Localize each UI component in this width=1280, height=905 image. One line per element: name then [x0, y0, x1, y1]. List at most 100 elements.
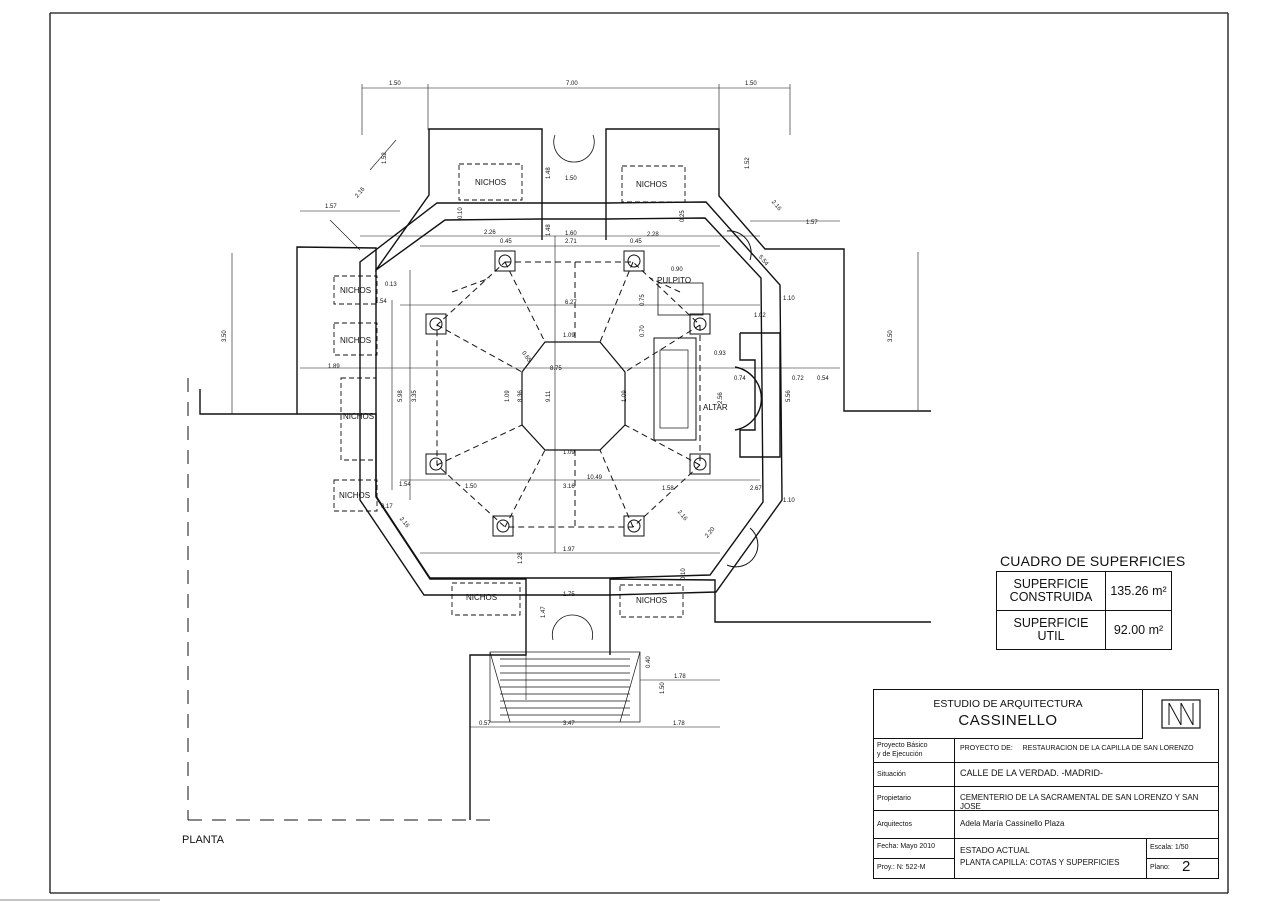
room-label-pulpito: PULPITO — [657, 276, 691, 285]
column — [494, 250, 516, 272]
project-number: Proy.: N: 522-M — [877, 864, 926, 871]
room-label-nichos: NICHOS — [343, 412, 374, 421]
central-octagon — [521, 341, 626, 451]
dimension-label: 5.98 — [398, 390, 404, 402]
room-label-nichos: NICHOS — [340, 286, 371, 295]
firm-logo-icon — [1161, 699, 1201, 729]
architects-key: Arquitectos — [877, 821, 913, 828]
dimension-label: 2.16 — [354, 186, 367, 199]
dimension-label: 1.78 — [674, 674, 686, 680]
owner-value: CEMENTERIO DE LA SACRAMENTAL DE SAN LORE… — [960, 793, 1199, 811]
drawing-state: ESTADO ACTUAL — [960, 845, 1030, 855]
dimension-label: 1.78 — [673, 721, 685, 727]
room-label-nichos: NICHOS — [475, 178, 506, 187]
sheet-border — [0, 12, 1229, 901]
project-value: PROYECTO DE: RESTAURACION DE LA CAPILLA … — [960, 745, 1194, 752]
title-block-header: ESTUDIO DE ARQUITECTURA CASSINELLO — [874, 690, 1143, 739]
dimension-label: 3.50 — [888, 330, 894, 342]
dimension-label: 1.60 — [565, 231, 577, 237]
entrance-steps — [489, 651, 641, 723]
areas-row-label: SUPERFICIE CONSTRUIDA — [997, 572, 1106, 610]
areas-row-label-line1: SUPERFICIE — [1013, 577, 1089, 591]
dimension-label: 2.16 — [398, 516, 411, 529]
title-row-project: Proyecto Básico y de Ejecución PROYECTO … — [874, 738, 1218, 763]
owner-key: Propietario — [877, 795, 911, 802]
title-row-owner: Propietario CEMENTERIO DE LA SACRAMENTAL… — [874, 786, 1218, 811]
date-text: Fecha: Mayo 2010 — [877, 843, 935, 850]
column — [425, 313, 447, 335]
dimension-label: 1.52 — [382, 152, 388, 164]
project-prefix: PROYECTO DE: — [960, 745, 1013, 752]
dimension-label: 0.10 — [458, 207, 464, 219]
title-block: ESTUDIO DE ARQUITECTURA CASSINELLO Proye… — [873, 689, 1219, 879]
dimension-label: 0.70 — [640, 325, 646, 337]
dimension-label: 2.16 — [770, 199, 783, 212]
dimension-label: 2.20 — [704, 526, 717, 539]
dimension-label: 0.25 — [680, 210, 686, 222]
dimension-label: 0.10 — [681, 568, 687, 580]
areas-row-value: 135.26 m² — [1110, 584, 1167, 598]
sheet-number-key: Plano: — [1150, 864, 1170, 871]
areas-row-label-line2: CONSTRUIDA — [1009, 590, 1093, 604]
room-label-nichos: NICHOS — [340, 336, 371, 345]
vault-lines — [436, 261, 701, 528]
dimension-label: 1.89 — [328, 364, 340, 370]
dimension-label: 8.36 — [518, 390, 524, 402]
dimension-label: 0.75 — [640, 294, 646, 306]
dimension-label: 1.09 — [622, 390, 628, 402]
dimension-label: 1.10 — [783, 498, 795, 504]
dimension-label: 1.09 — [505, 390, 511, 402]
dimension-lines — [231, 84, 919, 728]
dimension-label: 3.16 — [563, 484, 575, 490]
location-key: Situación — [877, 771, 906, 778]
column — [689, 453, 711, 475]
altar-apse — [653, 230, 781, 568]
areas-row-label-line1: SUPERFICIE — [1013, 616, 1089, 630]
entrance-doors — [552, 134, 595, 641]
dimension-label: 8.75 — [550, 366, 562, 372]
dimension-label: 3.50 — [222, 330, 228, 342]
dimension-label: 1.50 — [389, 81, 401, 87]
title-block-divider — [954, 738, 955, 878]
dimension-label: 0.45 — [630, 239, 642, 245]
areas-row-value: 92.00 m² — [1113, 623, 1164, 637]
dimension-label: 0.45 — [500, 239, 512, 245]
site-boundary — [187, 378, 500, 821]
title-row-location: Situación CALLE DE LA VERDAD. -MADRID- — [874, 762, 1218, 787]
dimension-label: 1.28 — [518, 552, 524, 564]
dimension-label: 1.50 — [745, 81, 757, 87]
areas-row-useful: SUPERFICIE UTIL 92.00 m² — [997, 610, 1171, 649]
column — [425, 453, 447, 475]
firm-name: CASSINELLO — [958, 712, 1058, 729]
dimension-label: 5.56 — [786, 390, 792, 402]
project-key-line2: y de Ejecución — [877, 751, 923, 758]
room-label-nichos: NICHOS — [466, 593, 497, 602]
dimension-label: 1.02 — [754, 313, 766, 319]
dimension-label: 2.16 — [676, 509, 689, 522]
dimension-label: 6.27 — [565, 300, 577, 306]
dimension-label: 2.28 — [647, 232, 659, 238]
dimension-label: 1.50 — [565, 176, 577, 182]
dimension-label: 0.72 — [792, 376, 804, 382]
dimension-label: 1.50 — [660, 682, 666, 694]
dimension-label: 5.54 — [757, 254, 770, 267]
columns — [425, 250, 711, 537]
column — [623, 250, 645, 272]
column — [623, 515, 645, 537]
project-key: Proyecto Básico y de Ejecución — [877, 741, 928, 759]
dimension-label: 7.00 — [566, 81, 578, 87]
dimension-label: 1.58 — [662, 486, 674, 492]
areas-table-title: CUADRO DE SUPERFICIES — [1000, 553, 1186, 569]
dimension-label: 1.09 — [563, 333, 575, 339]
dimension-label: 1.09 — [563, 450, 575, 456]
niches — [333, 163, 686, 618]
dimension-label: 0.65 — [520, 350, 532, 364]
dimension-label: 1.54 — [399, 482, 411, 488]
project-key-line1: Proyecto Básico — [877, 742, 928, 749]
dimension-label: 0.90 — [671, 267, 683, 273]
dimension-label: 2.71 — [565, 239, 577, 245]
title-row-architects: Arquitectos Adela María Cassinello Plaza — [874, 810, 1218, 839]
dimension-label: 1.52 — [745, 157, 751, 169]
scale-text: Escala: 1/50 — [1150, 844, 1189, 851]
